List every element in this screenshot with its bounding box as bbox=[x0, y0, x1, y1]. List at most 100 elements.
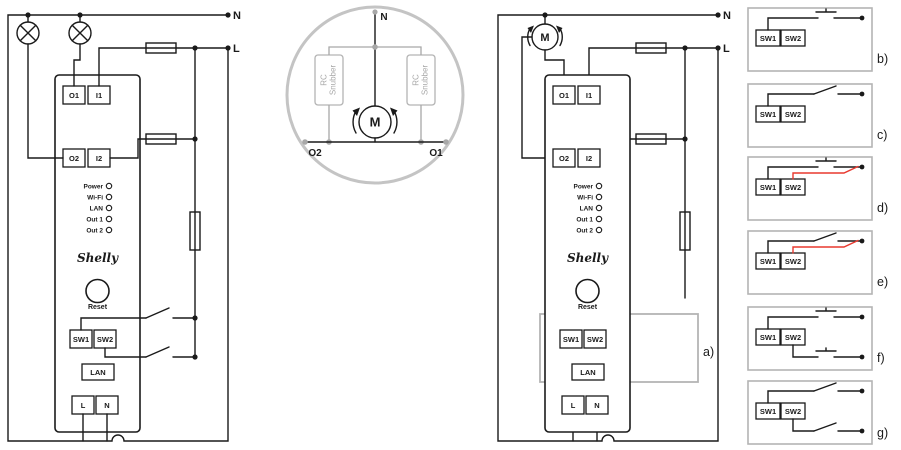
terminal-o1-label: O1 bbox=[69, 91, 79, 100]
arrowhead-icon bbox=[556, 25, 563, 33]
terminal-sw1-label: SW1 bbox=[760, 407, 776, 416]
terminal-sw1-label: SW1 bbox=[760, 257, 776, 266]
i2-feed-wire bbox=[109, 138, 196, 159]
terminal-sw1-label: SW1 bbox=[760, 110, 776, 119]
rc-snubber-label: RC bbox=[412, 74, 421, 86]
live-line-wire bbox=[98, 47, 229, 87]
rc-snubber-label: RC bbox=[320, 74, 329, 86]
live-label: L bbox=[723, 43, 730, 55]
switch-wire bbox=[767, 316, 863, 330]
option-f-box: SW1 SW2 bbox=[747, 306, 873, 371]
option-e-label: e) bbox=[877, 275, 888, 289]
lamp2-cross bbox=[71, 24, 89, 42]
fuse-icon bbox=[635, 133, 667, 145]
reset-label: Reset bbox=[88, 304, 108, 311]
terminal-sw1-label: SW1 bbox=[760, 183, 776, 192]
snubber-top-wires bbox=[328, 46, 422, 55]
toggle-switch-icon bbox=[813, 85, 837, 95]
option-b-box: SW1 SW2 bbox=[747, 7, 873, 72]
led-wifi-icon bbox=[105, 193, 113, 201]
fuse-icon bbox=[145, 133, 177, 145]
lamp2-to-o1-wire bbox=[73, 43, 81, 87]
switch-blade bbox=[145, 307, 170, 319]
toggle-switch-icon-2 bbox=[104, 346, 196, 358]
terminal-i1-label: I1 bbox=[96, 91, 102, 100]
junction-dot bbox=[859, 15, 865, 21]
terminal-sw2 bbox=[780, 29, 806, 47]
junction-dot bbox=[859, 428, 865, 434]
reset-button bbox=[85, 278, 110, 304]
circuit-frame-wire bbox=[497, 14, 719, 442]
junction-dot bbox=[372, 44, 378, 50]
junction-dot bbox=[859, 164, 865, 170]
option-a-label: a) bbox=[703, 345, 714, 359]
terminal-sw1-label: SW1 bbox=[760, 34, 776, 43]
junction-dot bbox=[682, 45, 688, 51]
shelly-device-module-right bbox=[544, 74, 631, 433]
motor-icon: M bbox=[521, 12, 565, 159]
option-b-label: b) bbox=[877, 52, 888, 66]
toggle-switch-icon bbox=[813, 382, 837, 392]
terminal-sw1-label: SW1 bbox=[760, 333, 776, 342]
terminal-sw2-label: SW2 bbox=[785, 34, 801, 43]
switch-wire bbox=[767, 390, 863, 404]
switch-wire bbox=[767, 17, 863, 31]
junction-dot bbox=[443, 139, 449, 145]
led-out1-icon bbox=[105, 215, 113, 223]
arrowhead-icon bbox=[527, 25, 534, 33]
rc-snubber-inset: N RC Snubber RC Snubber M O2 O1 bbox=[285, 5, 465, 185]
right-diagram-wiring: N L M a) bbox=[497, 10, 731, 442]
junction-dot bbox=[302, 139, 308, 145]
switch-wire bbox=[792, 418, 863, 432]
junction-dot bbox=[859, 238, 865, 244]
terminal-sw2-label: SW2 bbox=[785, 407, 801, 416]
switch-blade bbox=[145, 346, 170, 358]
terminal-o2-label: O2 bbox=[69, 154, 79, 163]
led-out2-label: Out 2 bbox=[86, 227, 103, 234]
toggle-switch-icon bbox=[813, 232, 837, 242]
fuse-icon bbox=[189, 211, 201, 251]
terminal-sw2-label: SW2 bbox=[97, 335, 113, 344]
option-g-box: SW1 SW2 bbox=[747, 380, 873, 445]
motor-label: M bbox=[540, 32, 549, 44]
lamp1-cross bbox=[19, 24, 37, 42]
neutral-label: N bbox=[723, 10, 731, 22]
lamp-icon-2 bbox=[68, 12, 92, 87]
option-c-box: SW1 SW2 bbox=[747, 83, 873, 148]
option-d-label: d) bbox=[877, 201, 888, 215]
led-out2-icon bbox=[105, 226, 113, 234]
inset-o2-label: O2 bbox=[308, 148, 322, 159]
junction-dot bbox=[859, 314, 865, 320]
sw2-wire bbox=[104, 347, 147, 358]
snubber-bottom-wires bbox=[328, 105, 422, 142]
motor-to-o2-wire bbox=[521, 36, 554, 159]
lamp-icon-1 bbox=[16, 12, 64, 159]
left-diagram-wiring: N L bbox=[7, 10, 241, 442]
toggle-switch-icon-1 bbox=[80, 307, 196, 331]
junction-dot bbox=[715, 12, 721, 18]
arrowhead-icon bbox=[352, 107, 360, 116]
circuit-frame-wire bbox=[7, 14, 229, 442]
junction-dot bbox=[859, 91, 865, 97]
led-lan-icon bbox=[105, 204, 113, 212]
option-e-box: SW1 SW2 bbox=[747, 230, 873, 295]
junction-dot bbox=[192, 45, 198, 51]
junction-dot bbox=[859, 388, 865, 394]
sw1-wire bbox=[80, 317, 147, 331]
junction-dot bbox=[372, 9, 378, 15]
inset-o1-label: O1 bbox=[429, 148, 443, 159]
motor-label: M bbox=[370, 115, 381, 130]
fuse-icon bbox=[679, 211, 691, 251]
terminal-sw2 bbox=[780, 105, 806, 123]
led-wifi-label: Wi-Fi bbox=[87, 194, 103, 201]
terminal-sw2-label: SW2 bbox=[785, 110, 801, 119]
terminal-sw1-label: SW1 bbox=[73, 335, 89, 344]
toggle-switch-icon bbox=[813, 422, 837, 432]
terminal-n-label: N bbox=[104, 401, 109, 410]
led-lan-label: LAN bbox=[90, 205, 104, 212]
terminal-l-label: L bbox=[81, 401, 86, 410]
fuse-icon bbox=[145, 42, 177, 54]
option-g-label: g) bbox=[877, 426, 888, 440]
